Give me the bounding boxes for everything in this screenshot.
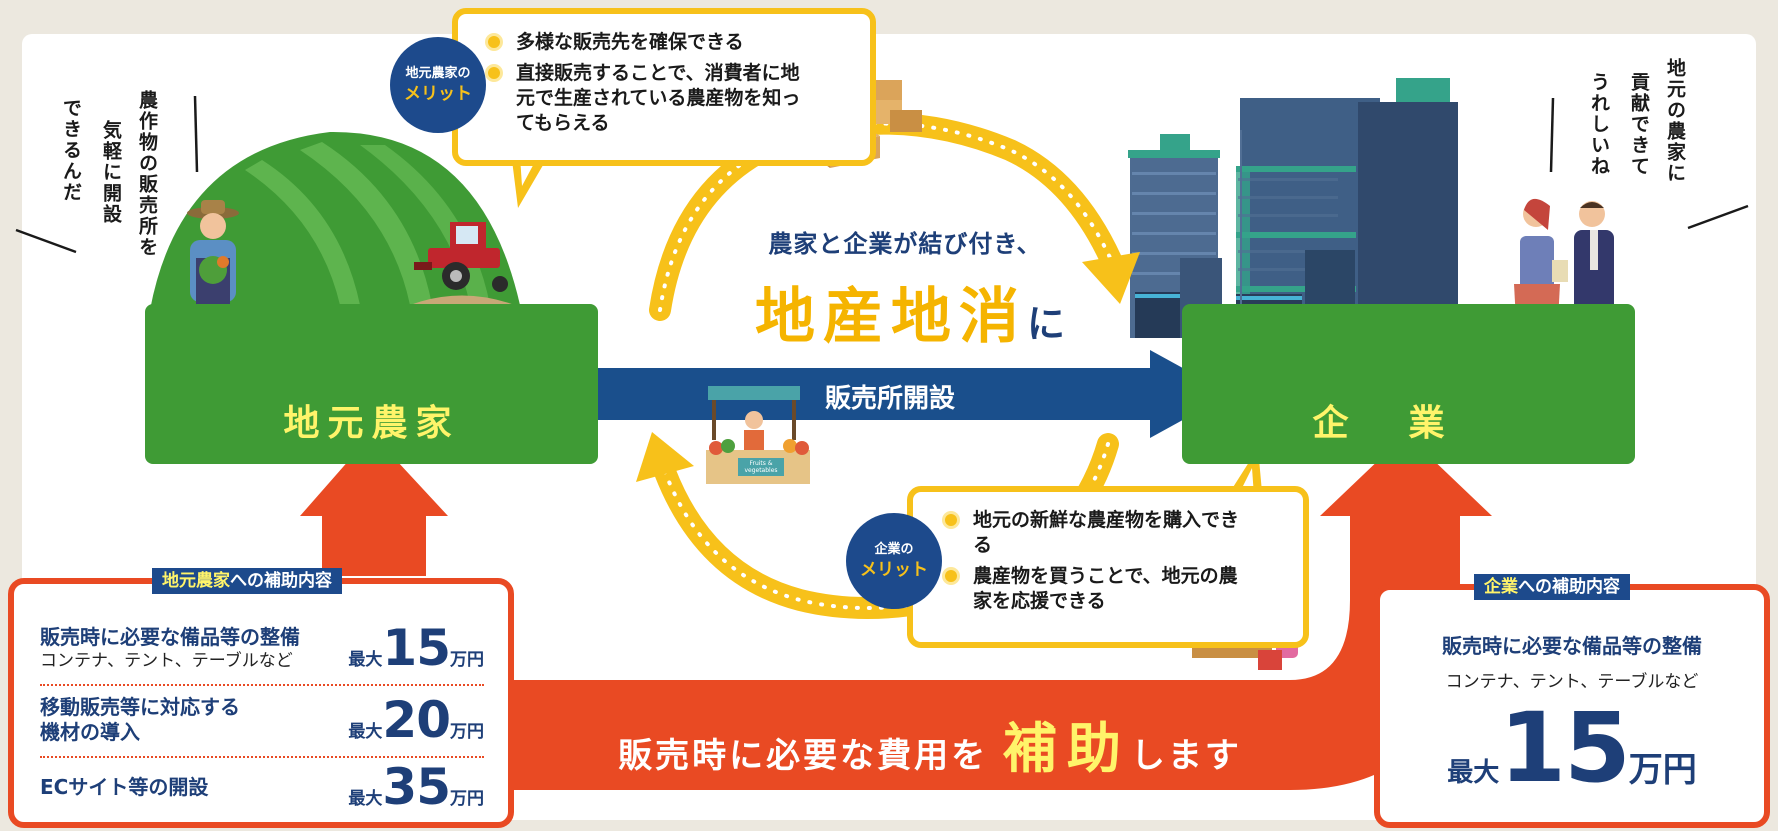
speech-lines	[15, 95, 1749, 254]
farmer-merit-badge: 地元農家の メリット	[390, 37, 486, 133]
company-speech-line-2: 貢献できて	[1628, 72, 1650, 177]
company-merit-bubble: 地元の新鮮な農産物を購入できる 農産物を買うことで、地元の農家を応援できる	[907, 486, 1309, 648]
company-merit-item-2: 農産物を買うことで、地元の農家を応援できる	[945, 564, 1243, 614]
cycle-arrowhead-left	[636, 432, 694, 482]
company-speech-line-3: うれしいね	[1588, 72, 1610, 177]
field-local-farmer: 地元農家	[145, 304, 598, 464]
center-headline: 地産地消に	[700, 268, 1120, 355]
farmer-subsidy-row-label: 移動販売等に対応する 機材の導入	[40, 695, 240, 744]
company-subsidy-box: 企業への補助内容 販売時に必要な備品等の整備 コンテナ、テント、テーブルなど 最…	[1374, 574, 1770, 828]
navy-arrow-label: 販売所開設	[824, 384, 955, 414]
farmer-speech-line-3: できるんだ	[60, 98, 82, 203]
company-subsidy-label: 販売時に必要な備品等の整備	[1442, 634, 1702, 658]
amount-prefix: 最大	[348, 789, 383, 809]
farmer-merit-item-1: 多様な販売先を確保できる	[488, 30, 850, 55]
amount-unit: 万円	[450, 789, 484, 809]
banner-emphasis: 補助	[1002, 717, 1131, 780]
company-subsidy-note: コンテナ、テント、テーブルなど	[1445, 672, 1699, 692]
amount-number: 20	[382, 691, 451, 749]
cycle-arrowhead-right	[1082, 252, 1140, 304]
farmer-subsidy-title: 地元農家への補助内容	[152, 568, 342, 594]
amount-unit: 万円	[450, 650, 484, 670]
stall-sign: Fruits & vegetables	[744, 460, 778, 474]
company-subsidy-title-highlight: 企業	[1484, 577, 1518, 597]
market-stall-illustration	[706, 386, 810, 484]
company-speech: 地元の農家に 貢献できて うれしいね	[1580, 58, 1690, 228]
bubble-tail-farmer	[512, 160, 546, 208]
amount-prefix: 最大	[1447, 758, 1500, 788]
farmer-merit-badge-small: 地元農家の	[405, 65, 471, 81]
farmer-merit-item-2: 直接販売することで、消費者に地元で生産されている農産物を知ってもらえる	[488, 61, 816, 136]
amount-number: 15	[1499, 692, 1631, 804]
company-merit-badge: 企業の メリット	[846, 513, 942, 609]
farmer-speech-line-1: 農作物の販売所を	[136, 90, 158, 258]
banner-suffix: します	[1130, 736, 1242, 776]
buildings-illustration	[1128, 78, 1458, 338]
company-merit-badge-small: 企業の	[874, 541, 914, 557]
main-navy-arrow	[564, 350, 1230, 438]
farmer-subsidy-box: 地元農家への補助内容 販売時に必要な備品等の整備 コンテナ、テント、テーブルなど…	[8, 568, 514, 828]
center-headline-main: 地産地消	[754, 282, 1027, 352]
amount-unit: 万円	[450, 722, 484, 742]
amount-number: 15	[382, 619, 451, 677]
banner-prefix: 販売時に必要な費用を	[618, 736, 989, 776]
farmer-speech: 農作物の販売所を 気軽に開設 できるんだ	[52, 90, 162, 260]
amount-prefix: 最大	[348, 722, 383, 742]
company-subsidy-title: 企業への補助内容	[1474, 574, 1630, 600]
tractor-illustration	[414, 222, 508, 292]
farmer-subsidy-title-highlight: 地元農家	[162, 571, 230, 591]
amount-number: 35	[382, 758, 451, 816]
amount-unit: 万円	[1628, 750, 1697, 790]
farmer-subsidy-title-rest: への補助内容	[230, 571, 332, 591]
farmer-merit-badge-big: メリット	[404, 83, 472, 104]
farmer-subsidy-row-label: 販売時に必要な備品等の整備	[40, 624, 300, 649]
center-headline-suffix: に	[1026, 302, 1065, 346]
amount-prefix: 最大	[348, 650, 383, 670]
field-local-farmer-label: 地元農家	[283, 403, 460, 444]
farmer-subsidy-row-label: ECサイト等の開設	[40, 774, 209, 799]
subsidy-banner-text: 販売時に必要な費用を 補助します	[560, 704, 1300, 783]
subsidy-arrows	[300, 434, 1492, 790]
farmer-merit-bubble: 多様な販売先を確保できる 直接販売することで、消費者に地元で生産されている農産物…	[452, 8, 876, 166]
company-speech-line-1: 地元の農家に	[1664, 58, 1686, 184]
field-company-label: 企業	[1312, 403, 1505, 444]
field-company: 企業	[1182, 304, 1635, 464]
farmer-subsidy-row-note: コンテナ、テント、テーブルなど	[40, 650, 293, 671]
farmer-speech-line-2: 気軽に開設	[100, 120, 122, 225]
company-merit-badge-big: メリット	[860, 559, 928, 580]
center-subtitle: 農家と企業が結び付き、	[768, 230, 1042, 258]
company-merit-item-1: 地元の新鮮な農産物を購入できる	[945, 508, 1253, 558]
company-subsidy-title-rest: への補助内容	[1518, 577, 1620, 597]
